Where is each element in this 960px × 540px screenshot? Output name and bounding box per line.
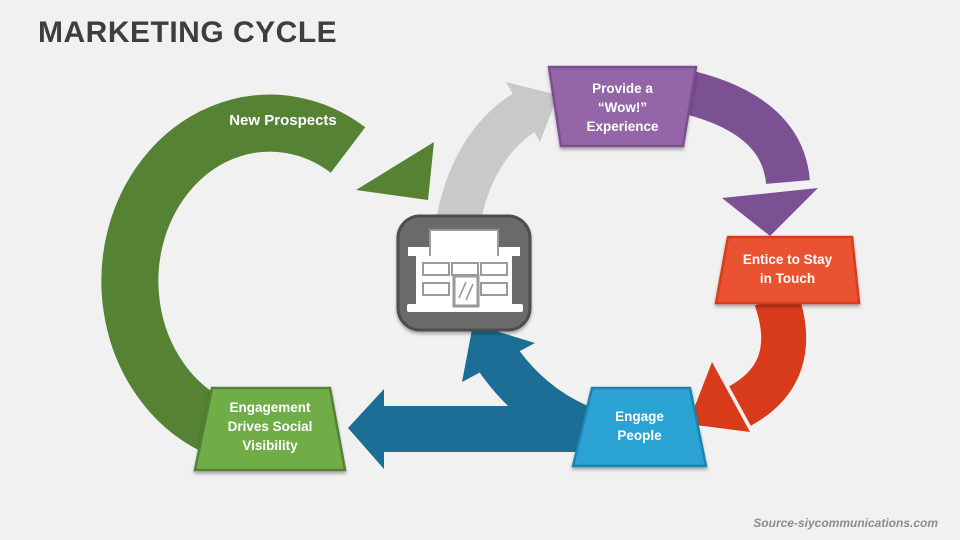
storefront-door-glass [458, 281, 474, 301]
storefront-sign [429, 229, 499, 262]
step-label-line: in Touch [759, 271, 816, 286]
step-label-line: Engage [615, 409, 664, 424]
storefront-window [451, 262, 479, 276]
storefront-window [480, 262, 508, 276]
storefront-window [422, 282, 450, 296]
page-title: MARKETING CYCLE [38, 16, 338, 49]
cycle-arc-green [101, 94, 366, 468]
storefront-ledge-left [408, 247, 444, 256]
red-connector-arrow [728, 290, 807, 426]
step-label-line: Drives Social [227, 419, 313, 434]
step-engagement-visibility [193, 386, 347, 472]
storefront-ledge-right [484, 247, 520, 256]
step-label-entice: Entice to Stay in Touch [716, 250, 859, 288]
step-entice-stay-in-touch [714, 235, 861, 305]
step-label-line: Experience [586, 119, 659, 134]
storefront-icon [396, 214, 532, 332]
storefront-door [452, 274, 480, 308]
purple-arrowhead-icon [722, 188, 818, 236]
step-label-line: Provide a [592, 81, 653, 96]
step-label-line: People [617, 428, 662, 443]
cycle-label-new-prospects: New Prospects [229, 112, 337, 129]
step-label-line: Visibility [242, 438, 298, 453]
step-label-engagement-visibility: Engagement Drives Social Visibility [195, 398, 345, 455]
storefront-window [422, 262, 450, 276]
purple-connector-arrow [673, 68, 810, 185]
storefront-base [407, 304, 523, 312]
gray-arrowhead-icon [506, 82, 558, 142]
step-engage-people [571, 386, 708, 468]
step-label-line: Engagement [229, 400, 311, 415]
storefront-window [480, 282, 508, 296]
step-label-line: Entice to Stay [742, 252, 833, 267]
step-label-provide-wow: Provide a “Wow!” Experience [549, 79, 696, 136]
blue-arrowhead-icon [462, 324, 535, 382]
step-label-line: “Wow!” [597, 100, 648, 115]
step-label-engage-people: Engage People [573, 407, 706, 445]
cycle-arrowhead-icon [356, 142, 434, 200]
red-arrowhead-icon [688, 362, 750, 432]
step-provide-wow [547, 65, 698, 148]
source-credit: Source-siycommunications.com [753, 516, 938, 530]
